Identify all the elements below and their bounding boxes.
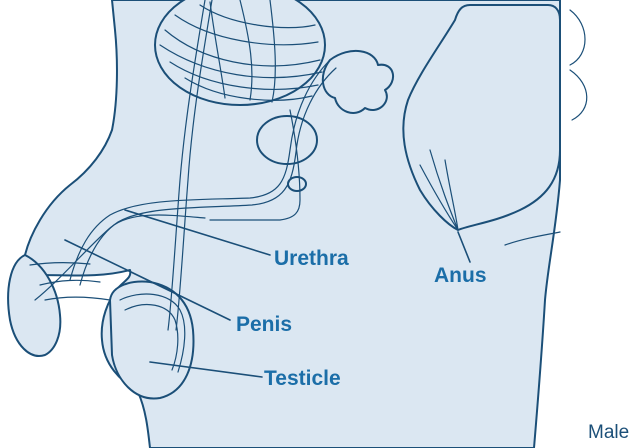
urethra-label: Urethra — [274, 248, 349, 269]
anus-label: Anus — [434, 265, 487, 286]
caption: Male — [588, 423, 629, 442]
penis-label: Penis — [236, 314, 292, 335]
prostate — [257, 116, 317, 164]
testicle-label: Testicle — [264, 368, 341, 389]
bulbourethral-gland — [288, 177, 306, 191]
